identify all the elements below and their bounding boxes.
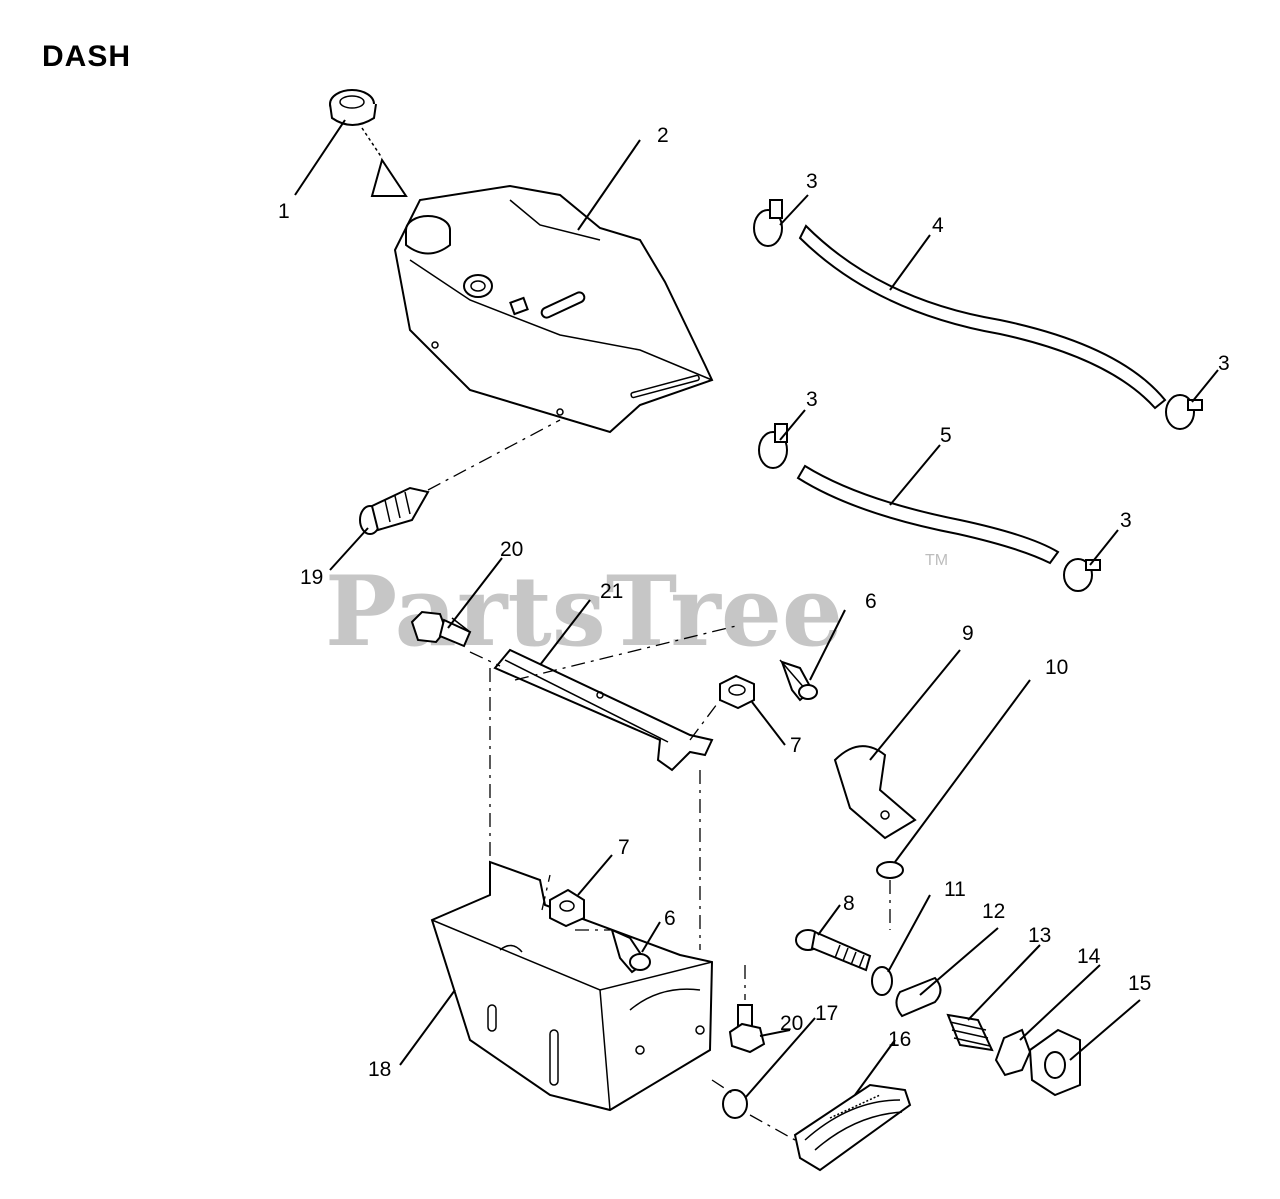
diagram-title: DASH: [42, 40, 132, 73]
leader-lines: [294, 119, 1219, 1099]
hose-clamp-part-d: [1063, 558, 1101, 592]
alignment-lines: [427, 419, 891, 1141]
callout-6b: 6: [664, 907, 676, 930]
callout-11: 11: [944, 878, 966, 901]
spring-part: [946, 1013, 994, 1052]
callout-3c: 3: [806, 388, 818, 411]
callout-21: 21: [600, 580, 623, 603]
callout-18: 18: [368, 1058, 391, 1081]
hose-clip-part: [833, 745, 917, 840]
callout-1: 1: [278, 200, 290, 223]
screw-part-lower: [610, 928, 651, 974]
callout-7b: 7: [618, 836, 630, 859]
flat-washer-part: [871, 966, 893, 996]
support-bracket-part: [493, 648, 714, 772]
callout-2: 2: [657, 124, 669, 147]
bolt-part-upper: [410, 610, 472, 648]
callout-13: 13: [1028, 924, 1051, 947]
callout-3a: 3: [806, 170, 818, 193]
bearing-washer-part: [722, 1089, 748, 1119]
carriage-bolt-part: [795, 929, 872, 972]
watermark-text: PartsTree: [325, 555, 843, 668]
callout-8: 8: [843, 892, 855, 915]
friction-block-part: [1028, 1028, 1081, 1097]
callout-3d: 3: [1120, 509, 1132, 532]
callout-17: 17: [815, 1002, 838, 1025]
callout-14: 14: [1077, 945, 1101, 968]
callout-20b: 20: [780, 1012, 803, 1035]
fuel-cap-part: [329, 89, 408, 197]
callout-6a: 6: [865, 590, 877, 613]
push-rivet-part: [359, 486, 430, 535]
callout-16: 16: [888, 1028, 911, 1051]
dash-panel-part: [393, 184, 714, 434]
fuel-hose-part-5: [796, 464, 1060, 565]
hose-clamp-part-a: [753, 199, 783, 247]
screw-part-upper: [779, 659, 818, 702]
callout-20a: 20: [500, 538, 523, 561]
speed-plate-part: [793, 1083, 912, 1172]
callout-7a: 7: [790, 734, 802, 757]
nut-part-upper: [719, 674, 755, 710]
callout-10: 10: [1045, 656, 1068, 679]
dash-support-part: [430, 860, 714, 1112]
hose-clamp-part-c: [758, 423, 788, 469]
callout-5: 5: [940, 424, 952, 447]
fuel-hose-part-4: [798, 224, 1167, 410]
nut-part-lower: [549, 888, 585, 928]
callout-12: 12: [982, 900, 1005, 923]
callout-3b: 3: [1218, 352, 1230, 375]
washer-part: [876, 861, 904, 879]
callout-19: 19: [300, 566, 323, 589]
watermark-trademark: TM: [925, 552, 948, 569]
hose-clamp-part-b: [1165, 394, 1203, 430]
callout-15: 15: [1128, 972, 1151, 995]
callout-4: 4: [932, 214, 944, 237]
callout-9: 9: [962, 622, 974, 645]
bracket-clip-part: [994, 1028, 1032, 1077]
bolt-part-lower: [728, 1004, 766, 1054]
callout-labels: 1 2 3 4 3 3 5 3 19 20 21 6 9 10 7 7 6 8 …: [278, 124, 1230, 1081]
